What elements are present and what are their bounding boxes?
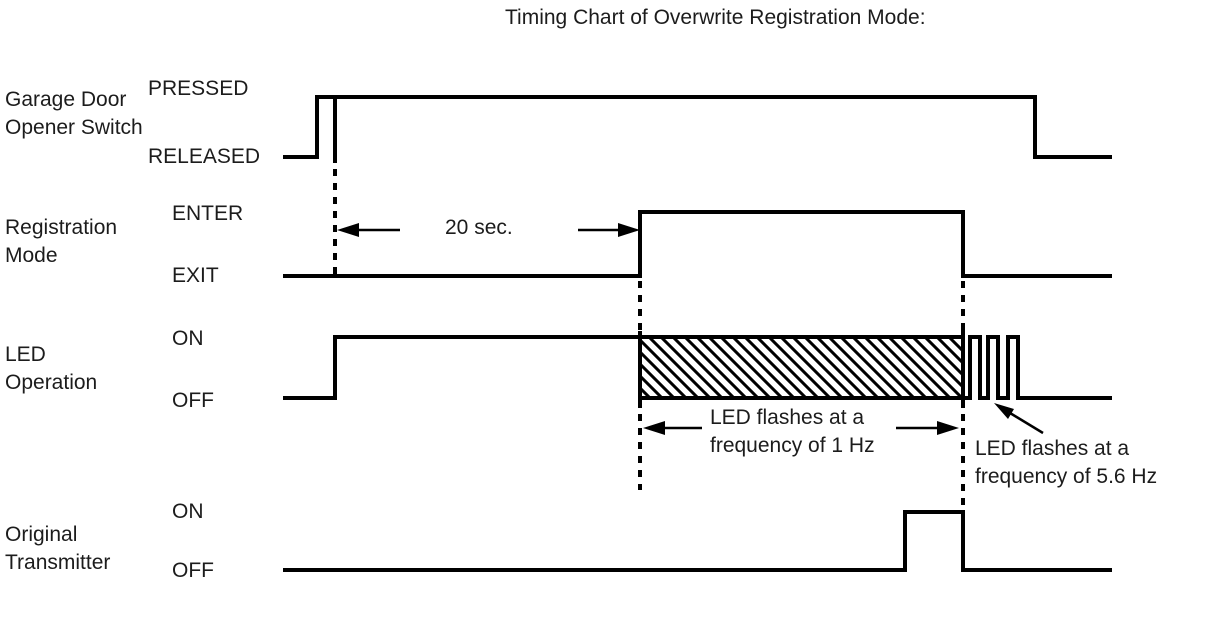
transmitter-high-state-label: ON — [172, 500, 204, 523]
generated-waveforms — [283, 95, 1112, 572]
garage-high-state-label: PRESSED — [148, 77, 249, 100]
label-line-1: Original — [5, 523, 78, 546]
annotation-line-2: frequency of 5.6 Hz — [975, 465, 1158, 488]
flash-1hz-arrow-right-head — [937, 421, 959, 435]
flash-1hz-arrow-left-head — [643, 421, 665, 435]
led-operation-wave — [963, 335, 1112, 400]
label-line-1: LED — [5, 343, 46, 366]
flash-1hz-annotation: LED flashes at a frequency of 1 Hz — [710, 404, 875, 460]
annotation-line-1: LED flashes at a — [975, 437, 1130, 460]
flash-56hz-arrow-shaft — [1009, 411, 1044, 435]
led-high-state-label: ON — [172, 327, 204, 350]
label-line-2: Transmitter — [5, 551, 111, 574]
signal-label-garage-door-opener-switch: Garage Door Opener Switch — [5, 86, 143, 142]
garage-low-state-label: RELEASED — [148, 145, 261, 168]
original-transmitter-wave — [283, 510, 1112, 572]
signal-label-original-transmitter: Original Transmitter — [5, 521, 110, 577]
annotation-line-2: frequency of 1 Hz — [710, 434, 875, 457]
flash-56hz-annotation: LED flashes at a frequency of 5.6 Hz — [975, 435, 1157, 491]
led-operation-wave — [283, 335, 640, 400]
registration-low-state-label: EXIT — [172, 264, 219, 287]
delay-arrow-right-head — [618, 223, 640, 237]
delay-arrow-left-head — [337, 223, 359, 237]
chart-title: Timing Chart of Overwrite Registration M… — [505, 6, 926, 29]
registration-high-state-label: ENTER — [172, 202, 244, 225]
label-line-2: Mode — [5, 244, 58, 267]
label-line-1: Registration — [5, 216, 118, 239]
led-low-state-label: OFF — [172, 389, 214, 412]
delay-20sec-label: 20 sec. — [445, 216, 513, 239]
label-line-2: Operation — [5, 371, 98, 394]
label-line-2: Opener Switch — [5, 116, 143, 139]
signal-label-registration-mode: Registration Mode — [5, 214, 117, 270]
garage-door-opener-switch-wave — [283, 95, 1112, 159]
label-line-1: Garage Door — [5, 88, 127, 111]
transmitter-low-state-label: OFF — [172, 559, 214, 582]
flash-56hz-arrow-head — [994, 403, 1014, 419]
led-operation-flash-1hz-hatch — [638, 335, 965, 400]
signal-label-led-operation: LED Operation — [5, 341, 97, 397]
registration-mode-wave — [283, 210, 1112, 278]
annotation-line-1: LED flashes at a — [710, 406, 865, 429]
